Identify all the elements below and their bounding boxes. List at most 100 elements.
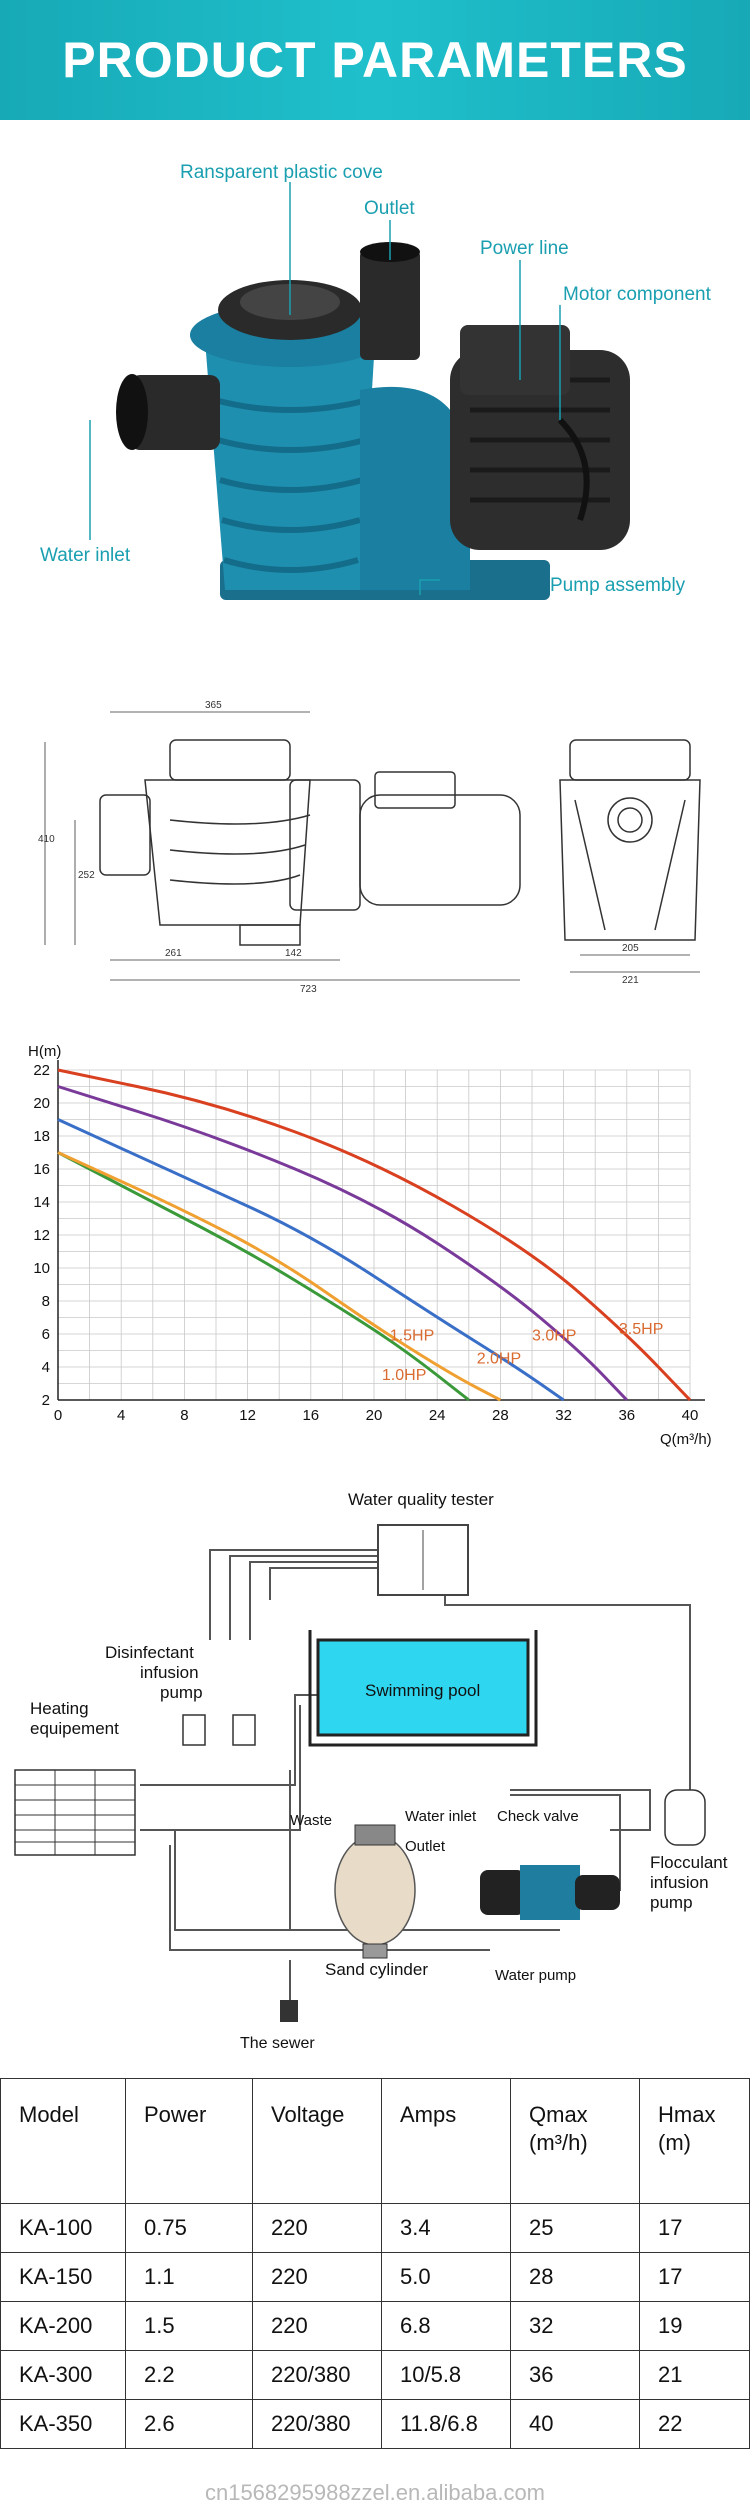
label-outlet: Outlet <box>405 1838 446 1855</box>
dim-252: 252 <box>78 870 95 881</box>
x-tick-label: 8 <box>180 1407 188 1424</box>
label-power-line: Power line <box>480 238 569 259</box>
cell: 3.4 <box>381 2203 511 2253</box>
cell: 10/5.8 <box>381 2350 511 2400</box>
dim-723: 723 <box>300 984 317 995</box>
cell: 19 <box>639 2301 750 2351</box>
cell: KA-200 <box>0 2301 126 2351</box>
technical-drawing: 365 410 252 261 142 723 205 221 <box>38 700 701 995</box>
cell: 2.6 <box>125 2399 253 2449</box>
pump-volute <box>360 386 470 590</box>
dim-365: 365 <box>205 700 222 711</box>
cell: 1.5 <box>125 2301 253 2351</box>
y-tick-label: 4 <box>42 1359 50 1376</box>
x-tick-label: 40 <box>682 1407 699 1424</box>
sand-cylinder <box>334 1834 416 1946</box>
cell: 17 <box>639 2203 750 2253</box>
system-diagram-section: Water quality tester Swimming pool Disin… <box>0 1470 750 2052</box>
chart-ylabel: H(m) <box>28 1043 61 1060</box>
label-flocculant-3: pump <box>650 1893 693 1912</box>
series-line-1.5HP <box>57 1151 502 1402</box>
col-header-voltage: Voltage <box>252 2078 382 2204</box>
piping <box>140 1549 691 2005</box>
dim-221: 221 <box>622 975 639 986</box>
cell: 11.8/6.8 <box>381 2399 511 2449</box>
strainer-body <box>205 340 375 590</box>
cell: 21 <box>639 2350 750 2400</box>
cell: 220 <box>252 2252 382 2302</box>
label-disinfectant-2: infusion <box>140 1663 199 1682</box>
x-tick-label: 0 <box>54 1407 62 1424</box>
label-disinfectant-1: Disinfectant <box>105 1643 194 1662</box>
cell: 0.75 <box>125 2203 253 2253</box>
y-tick-label: 8 <box>42 1293 50 1310</box>
technical-drawing-section: 365 410 252 261 142 723 205 221 <box>0 680 750 1010</box>
outlet-pipe <box>360 250 420 360</box>
cell: 5.0 <box>381 2252 511 2302</box>
dim-410: 410 <box>38 834 55 845</box>
table-row: KA-350 2.6 220/380 11.8/6.8 40 22 <box>0 2399 750 2449</box>
col-header-hmax: Hmax (m) <box>639 2078 750 2204</box>
y-tick-label: 10 <box>33 1260 50 1277</box>
label-outlet: Outlet <box>364 198 415 219</box>
label-pool: Swimming pool <box>365 1681 480 1700</box>
x-tick-label: 16 <box>302 1407 319 1424</box>
series-label-1.5HP: 1.5HP <box>390 1328 434 1345</box>
cell: 40 <box>510 2399 640 2449</box>
x-tick-label: 20 <box>366 1407 383 1424</box>
label-cover: Ransparent plastic cove <box>180 162 383 183</box>
label-pump-assembly: Pump assembly <box>550 575 686 596</box>
series-line-2.0HP <box>57 1118 565 1402</box>
label-water-inlet: Water inlet <box>40 545 131 566</box>
page-title: PRODUCT PARAMETERS <box>62 32 688 88</box>
x-tick-label: 12 <box>239 1407 256 1424</box>
cell: KA-300 <box>0 2350 126 2400</box>
series-line-1.0HP <box>57 1151 470 1402</box>
series-line-3.5HP <box>57 1068 692 1402</box>
x-tick-label: 4 <box>117 1407 125 1424</box>
x-tick-label: 28 <box>492 1407 509 1424</box>
label-water-inlet: Water inlet <box>405 1808 477 1825</box>
terminal-box <box>460 325 570 395</box>
flocculant-pump <box>664 1789 706 1846</box>
cell: 6.8 <box>381 2301 511 2351</box>
label-heating-2: equipement <box>30 1719 119 1738</box>
dim-142: 142 <box>285 948 302 959</box>
y-tick-label: 20 <box>33 1095 50 1112</box>
inlet-pipe <box>130 375 220 450</box>
disinfectant-pump-1 <box>182 1714 206 1746</box>
label-flocculant-1: Flocculant <box>650 1853 728 1872</box>
page-header: PRODUCT PARAMETERS <box>0 0 750 120</box>
dim-261: 261 <box>165 948 182 959</box>
sewer-drain <box>280 2000 298 2022</box>
cell: KA-350 <box>0 2399 126 2449</box>
dim-205: 205 <box>622 943 639 954</box>
cell: 36 <box>510 2350 640 2400</box>
side-view <box>99 739 521 946</box>
pump-illustration <box>116 242 630 600</box>
label-sand-cylinder: Sand cylinder <box>325 1960 428 1979</box>
product-illustration: Ransparent plastic cove Outlet Power lin… <box>40 162 712 600</box>
cell: 2.2 <box>125 2350 253 2400</box>
cell: 220 <box>252 2203 382 2253</box>
cell: 1.1 <box>125 2252 253 2302</box>
series-label-2.0HP: 2.0HP <box>477 1351 521 1368</box>
cell: 220/380 <box>252 2350 382 2400</box>
series-line-3.0HP <box>57 1085 628 1402</box>
label-disinfectant-3: pump <box>160 1683 203 1702</box>
cell: 17 <box>639 2252 750 2302</box>
series-label-3.0HP: 3.0HP <box>532 1328 576 1345</box>
y-tick-label: 6 <box>42 1326 50 1343</box>
y-tick-label: 14 <box>33 1194 50 1211</box>
disinfectant-pump-2 <box>232 1714 256 1746</box>
series-label-3.5HP: 3.5HP <box>619 1321 663 1338</box>
cell: 220 <box>252 2301 382 2351</box>
product-illustration-section: Ransparent plastic cove Outlet Power lin… <box>0 120 750 660</box>
system-diagram: Water quality tester Swimming pool Disin… <box>14 1490 728 2052</box>
col-header-power: Power <box>125 2078 253 2204</box>
x-tick-label: 36 <box>618 1407 635 1424</box>
col-header-qmax: Qmax (m³/h) <box>510 2078 640 2204</box>
table-header-row: Model Power Voltage Amps Qmax (m³/h) Hma… <box>0 2078 750 2204</box>
table-row: KA-100 0.75 220 3.4 25 17 <box>0 2203 750 2253</box>
